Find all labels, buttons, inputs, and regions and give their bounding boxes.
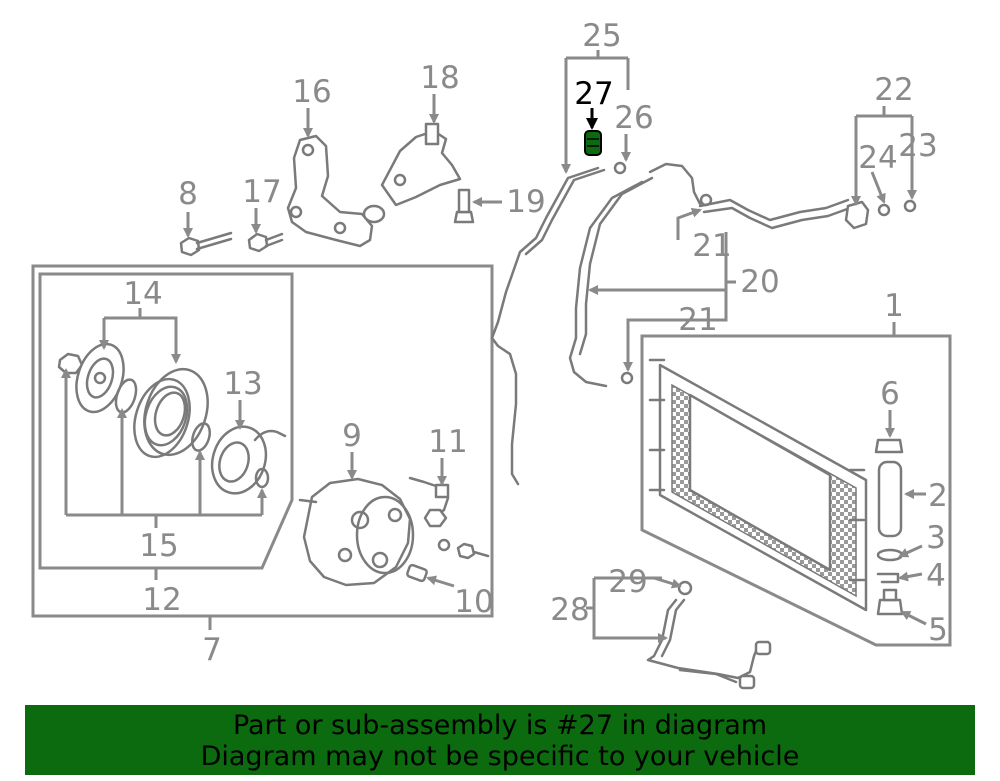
callout-24: 24 <box>858 140 897 176</box>
callout-19: 19 <box>506 184 545 220</box>
callout-7: 7 <box>202 632 222 668</box>
callout-16: 16 <box>292 74 331 110</box>
callout-13: 13 <box>223 366 262 402</box>
callout-10: 10 <box>454 584 493 620</box>
fitting-parts <box>406 476 490 583</box>
callout-27-highlighted: 27 <box>574 76 613 112</box>
callout-labels: 1 2 3 4 5 6 7 8 9 10 11 12 13 14 15 16 1… <box>123 18 948 668</box>
callout-11: 11 <box>428 424 467 460</box>
banner-line-1: Part or sub-assembly is #27 in diagram <box>232 710 768 741</box>
callout-25: 25 <box>582 18 621 54</box>
liquid-line <box>646 580 772 690</box>
callout-21-upper: 21 <box>692 228 731 264</box>
callout-29: 29 <box>608 564 647 600</box>
callout-22: 22 <box>874 72 913 108</box>
banner-line-2: Diagram may not be specific to your vehi… <box>200 741 800 772</box>
callout-26: 26 <box>614 100 653 136</box>
callout-6: 6 <box>880 376 900 412</box>
mount-bracket <box>380 122 462 207</box>
callout-9: 9 <box>342 418 362 454</box>
leader-lines <box>61 50 927 643</box>
callout-5: 5 <box>928 612 948 648</box>
callout-23: 23 <box>898 128 937 164</box>
condenser-box <box>640 334 952 647</box>
clutch-parts <box>57 342 287 495</box>
callout-20: 20 <box>740 264 779 300</box>
callout-15: 15 <box>139 528 178 564</box>
bolts <box>179 188 475 257</box>
callout-4: 4 <box>926 558 946 594</box>
callout-18: 18 <box>420 60 459 96</box>
callout-8: 8 <box>178 176 198 212</box>
callout-3: 3 <box>926 520 946 556</box>
ac-lines <box>490 161 917 486</box>
callout-12: 12 <box>142 582 181 618</box>
callout-1: 1 <box>884 288 904 324</box>
callout-21-lower: 21 <box>678 302 717 338</box>
callout-14: 14 <box>123 276 162 312</box>
callout-28: 28 <box>550 592 589 628</box>
info-banner: Part or sub-assembly is #27 in diagram D… <box>25 705 975 775</box>
callout-2: 2 <box>928 478 948 514</box>
bracket <box>286 134 386 248</box>
callout-17: 17 <box>242 174 281 210</box>
part-27-switch <box>584 130 602 156</box>
compressor-body <box>298 477 415 587</box>
